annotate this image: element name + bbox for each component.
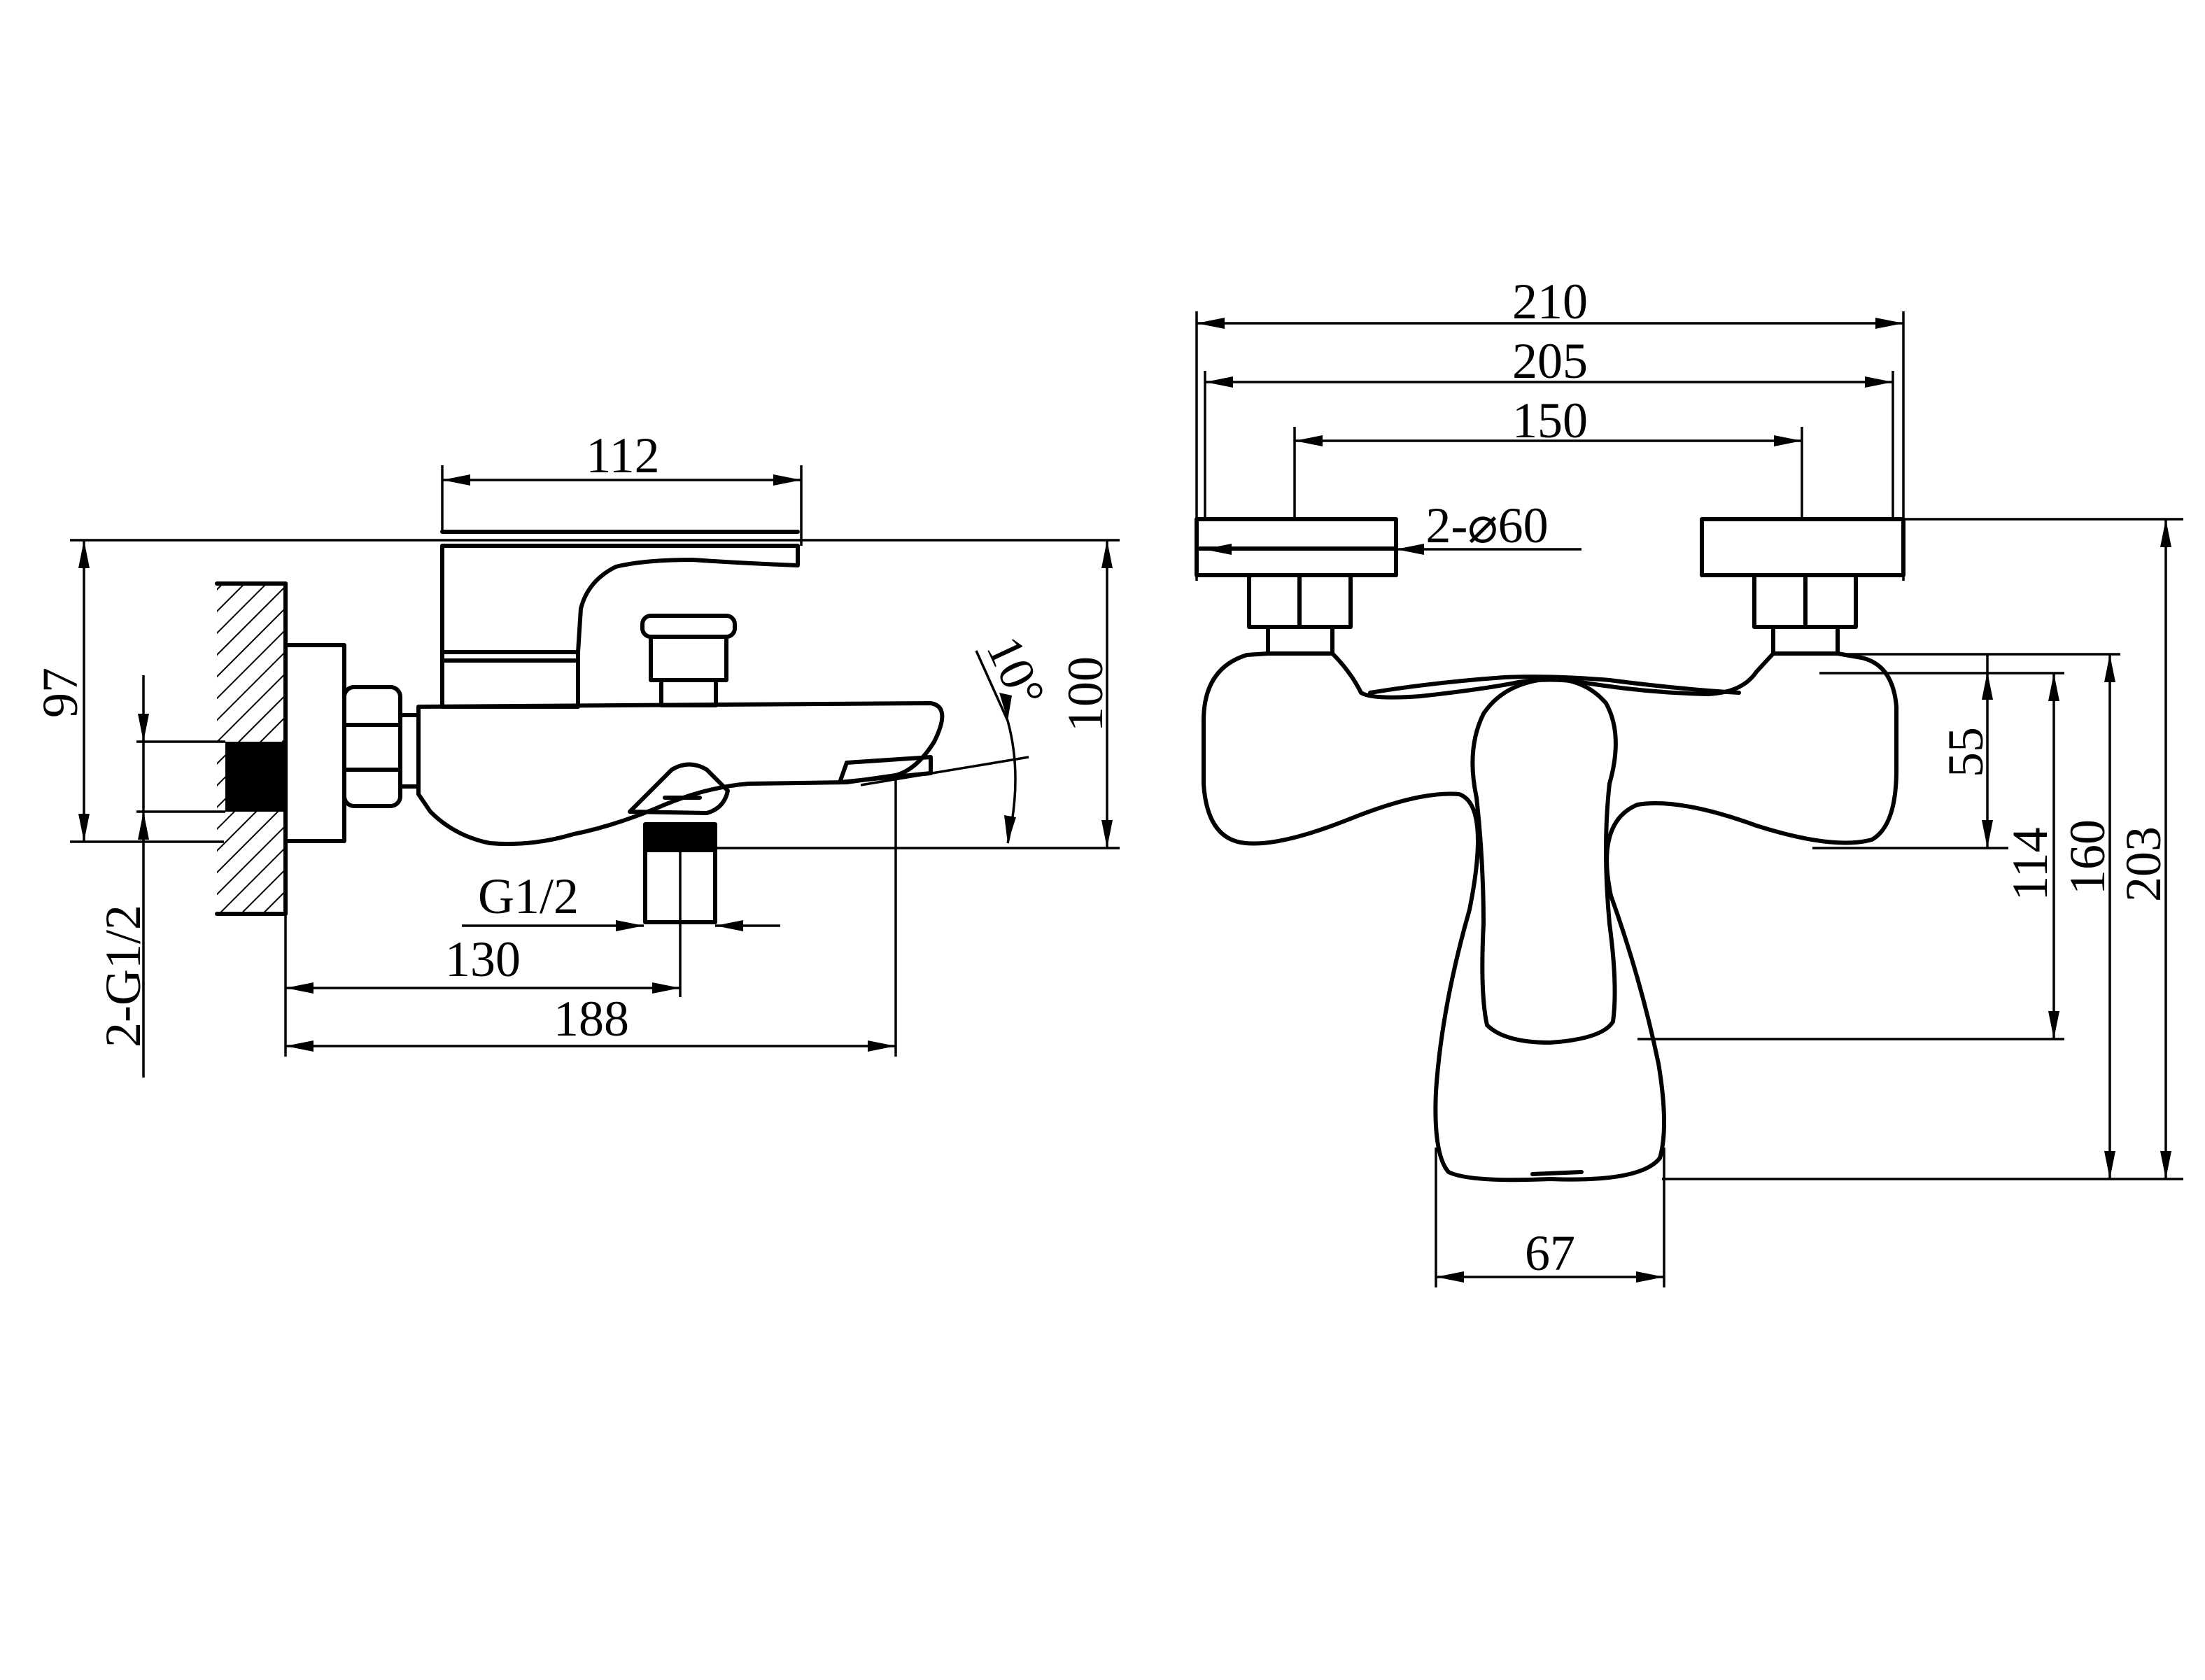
dim-130: 130 [284, 826, 682, 1057]
front-handle-right [1700, 517, 1905, 656]
dim-150: 150 [1293, 393, 1803, 518]
dim-label-130: 130 [445, 931, 521, 987]
wall-section [215, 581, 288, 916]
dim-label-55: 55 [1938, 727, 1994, 777]
dim-label-2x60: 2-⌀60 [1425, 497, 1548, 553]
dim-label-188: 188 [554, 991, 629, 1047]
dim-label-angle: 10° [975, 628, 1056, 715]
front-faucet-body [1202, 651, 1898, 1183]
dim-112: 112 [441, 428, 803, 546]
dim-210: 210 [1195, 274, 1905, 581]
dim-100: 100 [707, 540, 1120, 849]
dim-label-2g12: 2-G1/2 [95, 905, 151, 1047]
dim-label-114: 114 [2002, 827, 2058, 901]
dim-label-97: 97 [32, 668, 88, 718]
front-handle-left [1195, 517, 1398, 656]
dim-label-100: 100 [1057, 656, 1113, 732]
dim-114: 114 [1637, 672, 2064, 1040]
dim-160: 160 [2059, 654, 2115, 1179]
dim-188: 188 [286, 777, 897, 1057]
dim-2g12: 2-G1/2 [95, 675, 225, 1078]
dim-97: 97 [32, 540, 224, 843]
side-view: 112 97 100 10° [32, 428, 1120, 1078]
dim-2x60: 2-⌀60 [1204, 497, 1581, 555]
dim-angle: 10° [860, 628, 1056, 844]
dim-label-210: 210 [1512, 274, 1588, 330]
dim-label-150: 150 [1512, 393, 1588, 449]
dim-label-160: 160 [2059, 819, 2115, 895]
dim-label-67: 67 [1525, 1225, 1575, 1281]
dim-label-112: 112 [586, 428, 659, 483]
wall-thread-fill [225, 742, 284, 812]
front-view: 210 205 150 [1195, 274, 2183, 1287]
wall-connection [283, 643, 421, 843]
dim-label-205: 205 [1512, 333, 1588, 389]
dim-g12: G1/2 [462, 868, 780, 931]
dim-205: 205 [1204, 333, 1894, 518]
dim-55: 55 [1795, 653, 2120, 849]
dim-label-g12: G1/2 [478, 868, 579, 924]
dim-67: 67 [1435, 1148, 1665, 1287]
dim-label-203: 203 [2115, 826, 2171, 902]
dim-203: 203 [1662, 518, 2183, 1180]
